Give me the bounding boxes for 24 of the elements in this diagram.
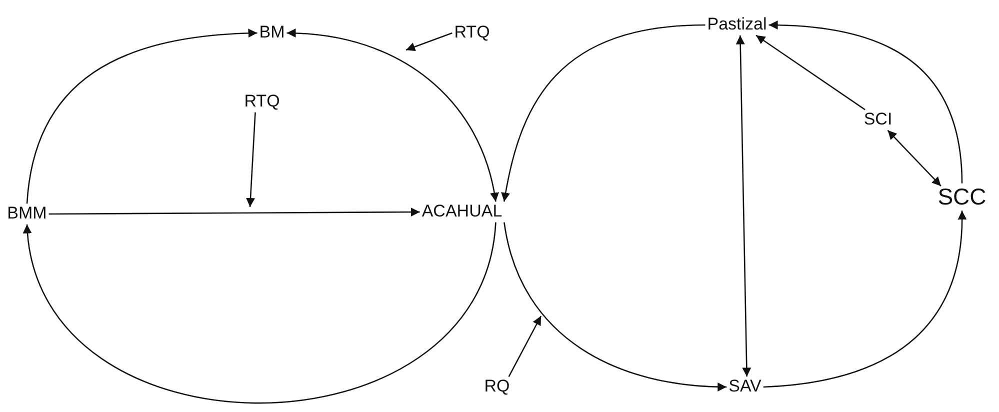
arrow [504,222,727,392]
arrow [501,24,706,202]
arrow [756,34,866,110]
arrow [246,112,256,208]
node-label: SCI [862,110,894,130]
arrow [887,130,942,187]
node-label: SAV [726,376,764,398]
arrow [24,222,496,404]
arrow [768,20,963,184]
arrow [48,208,420,217]
arrow [26,28,258,204]
arrow [508,316,542,377]
node-label: SCC [936,183,988,211]
arrow [406,32,452,52]
arrow [736,35,752,377]
node-label: RTQ [242,92,282,112]
arrow [763,210,966,388]
node-label: RTQ [452,22,492,44]
node-label: RQ [482,376,512,398]
node-label: ACAHUAL [420,202,504,222]
node-label: BM [257,22,287,44]
node-label: BMM [5,204,49,224]
node-label: Pastizal [705,14,769,36]
arrow [286,28,498,202]
